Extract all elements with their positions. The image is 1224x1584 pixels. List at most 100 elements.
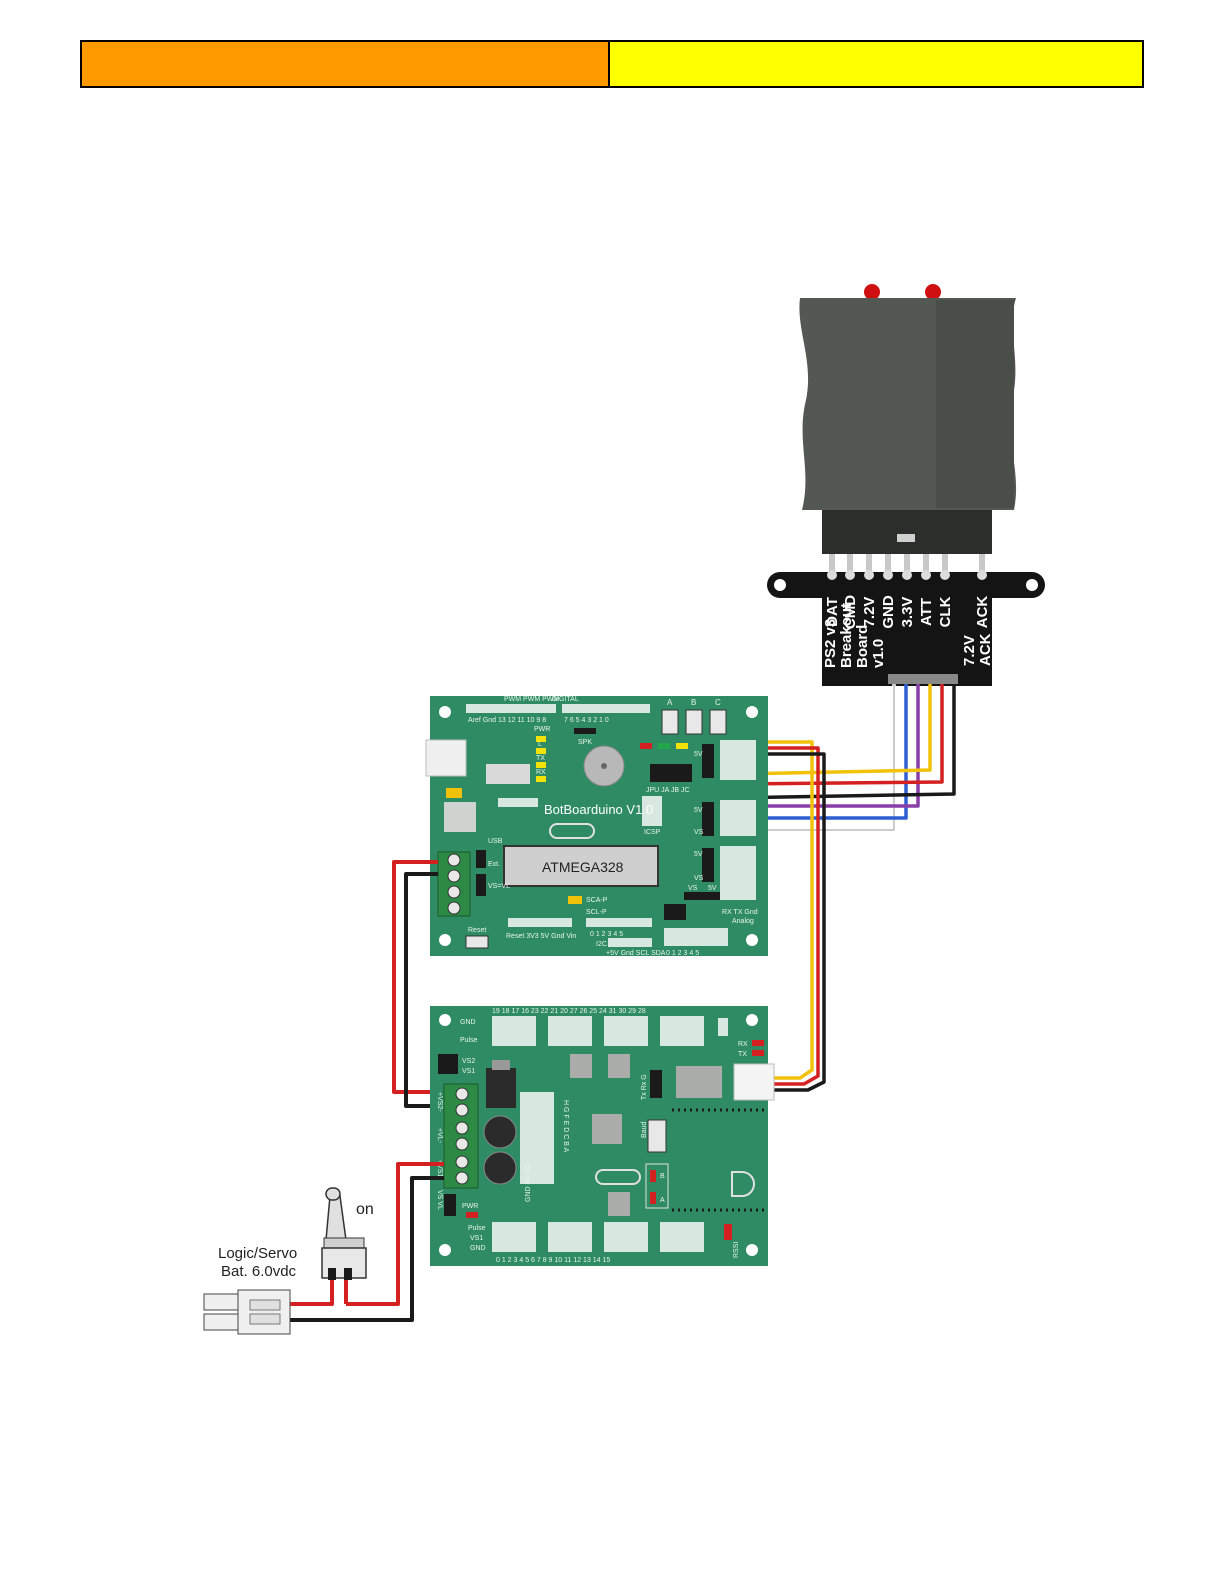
receiver-shade — [936, 300, 1014, 508]
bb-serial-jumper — [684, 892, 720, 900]
ssc-terminal-vl-label: +VL- — [436, 1128, 443, 1144]
ssc-serial-header — [650, 1070, 662, 1098]
ssc-vs1-label: VS1 — [462, 1068, 475, 1075]
ssc-pwr-led — [466, 1212, 478, 1218]
breakout-pin-pad — [977, 570, 987, 580]
ssc-vsvl-label: VS VL — [436, 1190, 443, 1210]
ssc-servo-header-top — [604, 1016, 648, 1046]
ssc-letters-label: H G F E D C B A — [562, 1100, 569, 1152]
ssc-terminal-vs2-label: +VS2- — [436, 1092, 443, 1112]
mount-hole-left — [774, 579, 786, 591]
ssc32-board: 19 18 17 16 23 22 21 20 27 26 25 24 31 3… — [430, 1006, 775, 1266]
ssc-baud-label: Baud — [641, 1122, 648, 1138]
antenna-led-left — [864, 284, 880, 300]
breakout-pin-gnd — [885, 554, 891, 572]
breakout-pin-pad — [845, 570, 855, 580]
bb-vs-label: VS — [688, 885, 698, 892]
wire-battery-red-to-switch — [346, 1162, 444, 1306]
ssc-led-a — [650, 1192, 656, 1204]
bb-component — [486, 764, 530, 784]
switch-lever — [325, 1195, 347, 1241]
bb-ext-label: Ext. — [488, 861, 500, 868]
ssc-top-row-label: 19 18 17 16 23 22 21 20 27 26 25 24 31 3… — [492, 1008, 646, 1015]
receiver-latch — [897, 534, 915, 542]
bb-servo-header-top — [720, 740, 756, 780]
bb-label-a: A — [667, 698, 673, 707]
breakout-pin-pad — [827, 570, 837, 580]
wire-blue — [724, 684, 908, 820]
breakout-pin-72v — [866, 554, 872, 572]
ssc-b-label: B — [660, 1173, 665, 1180]
bb-led-yellow — [676, 743, 688, 749]
breakout-pin-label: CLK — [937, 596, 954, 627]
ssc-io-header — [520, 1092, 554, 1184]
bb-top-pins-label: Aref Gnd 13 12 11 10 9 8 — [468, 717, 546, 724]
bb-icsp-header — [642, 796, 662, 826]
bb-reset-label: Reset — [468, 927, 486, 934]
ssc-servo-header-bottom — [492, 1222, 536, 1252]
ssc-servo-header-bottom — [548, 1222, 592, 1252]
breakout-pin-att — [923, 554, 929, 572]
bb-yellow-cap — [446, 788, 462, 798]
receiver-plug — [822, 510, 992, 554]
mount-hole-right — [1026, 579, 1038, 591]
bb-5v-label-top: 5V — [694, 751, 703, 758]
breakout-pin-pad — [921, 570, 931, 580]
bb-i2c-label: I2C — [596, 941, 607, 948]
bb-digital-label: DIGITAL — [552, 696, 579, 703]
bb-i2c-header — [608, 938, 652, 947]
bb-scl-label: SCL-P — [586, 909, 607, 916]
bb-pwr-label: PWR — [534, 726, 550, 733]
bb-usb-label: USB — [488, 838, 503, 845]
ssc-regulator-tab — [492, 1060, 510, 1070]
bb-vs-jumper-bot — [702, 848, 714, 882]
bb-terminal-screw — [447, 853, 461, 867]
header-bar-orange — [82, 42, 610, 86]
switch-lever-tip — [325, 1187, 341, 1201]
bb-mount-hole — [746, 706, 758, 718]
ssc-terminal-screw — [455, 1121, 469, 1135]
ssc-mount-hole — [439, 1014, 451, 1026]
ssc-chip-small — [608, 1054, 630, 1078]
ssc-pwr-label: PWR — [462, 1203, 478, 1210]
switch-terminal — [328, 1268, 336, 1280]
breakout-pin-label: GND — [880, 595, 897, 629]
ssc-terminal-screw — [455, 1155, 469, 1169]
breakout-title-line-2: Breakout — [838, 603, 855, 668]
bb-mount-hole — [746, 934, 758, 946]
wire-switch-to-battery-red — [290, 1280, 334, 1306]
bb-button-c — [709, 709, 727, 735]
bb-power-header-label: Reset 3V3 5V Gnd Vin — [506, 933, 576, 940]
ssc-rssi-label: RSSI — [733, 1242, 740, 1258]
breakout-pcb — [767, 572, 1045, 686]
botboarduino-board: Aref Gnd 13 12 11 10 9 8 7 6 5 4 3 2 1 0… — [425, 696, 768, 957]
bb-servo-header-mid — [720, 800, 756, 836]
bb-jumpers-label: JPU JA JB JC — [646, 787, 690, 794]
bb-button-b — [685, 709, 703, 735]
breakout-title-line-3: Board — [854, 625, 871, 668]
ssc-servo-header-bottom — [660, 1222, 704, 1252]
bb-analog-pins-label: 0 1 2 3 4 5 — [666, 950, 699, 957]
ssc-gnd-label-bottom: GND — [470, 1245, 486, 1252]
ssc-servo-header-top — [492, 1016, 536, 1046]
ssc-regulator — [486, 1068, 516, 1108]
bb-led-l — [536, 748, 546, 754]
bb-label-b: B — [691, 698, 696, 707]
ssc-vs2-label: VS2 — [462, 1058, 475, 1065]
ssc-mount-hole — [746, 1014, 758, 1026]
bb-terminal-screw — [447, 869, 461, 883]
ssc-mount-hole — [746, 1244, 758, 1256]
ssc-chip-small — [570, 1054, 592, 1078]
bb-analog-pins-a: 0 1 2 3 4 5 — [590, 931, 623, 938]
bb-sca-label: SCA-P — [586, 897, 608, 904]
bb-led-pwr — [536, 736, 546, 742]
bb-vsvl-jumper — [476, 874, 486, 896]
breakout-side-label-ack: ACK — [977, 633, 994, 666]
header-bar-yellow — [610, 42, 1142, 86]
breakout-pin-pad — [902, 570, 912, 580]
bb-vsvl-label: VS=VL — [488, 883, 510, 890]
switch-on-label: on — [356, 1201, 374, 1218]
bb-analog-jumpers — [664, 904, 686, 920]
